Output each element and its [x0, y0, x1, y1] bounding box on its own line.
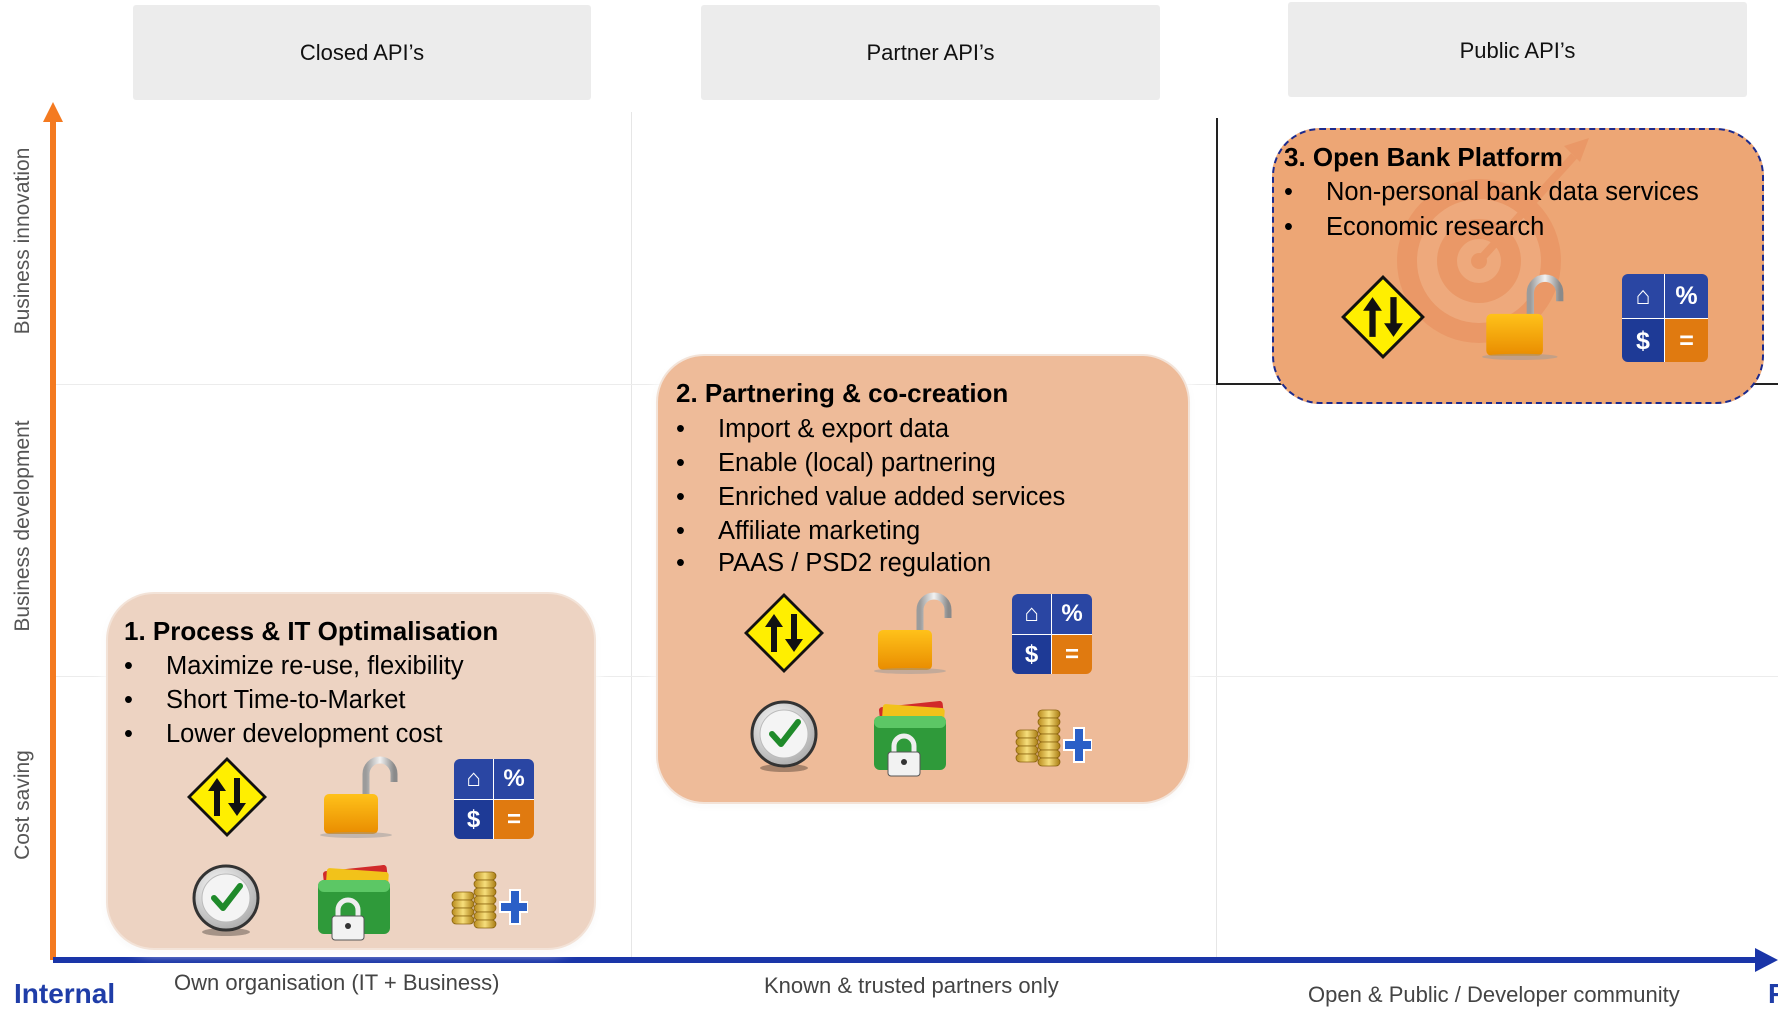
bullet-item: Maximize re-use, flexibility — [124, 649, 498, 683]
up-down-arrows-sign-icon — [187, 757, 267, 837]
calculator-icon: ⌂ % $ = — [1622, 274, 1708, 362]
calc-house-key: ⌂ — [454, 759, 494, 800]
bullet-item: PAAS / PSD2 regulation — [676, 548, 1065, 578]
bullet-item: Enable (local) partnering — [676, 446, 1065, 480]
x-label-internal: Internal — [14, 978, 116, 1009]
card-title: 3. Open Bank Platform — [1284, 142, 1563, 172]
calc-percent-key: % — [1052, 594, 1092, 635]
y-label-business-innovation: Business innovation — [11, 147, 34, 335]
card-process-it-optimalisation: 1. Process & IT Optimalisation Maximize … — [106, 592, 596, 950]
calc-equals-key: = — [1665, 319, 1708, 362]
grid-divider-1 — [631, 112, 632, 962]
card-open-bank-platform: 3. Open Bank Platform Non-personal bank … — [1272, 128, 1764, 404]
card-partnering-co-creation: 2. Partnering & co-creation Import & exp… — [656, 354, 1190, 804]
bullet-item: Economic research — [1284, 210, 1699, 245]
vertical-axis-arrowhead — [43, 102, 63, 122]
x-label-public-partial: P — [1768, 978, 1778, 1009]
card-bullets: Maximize re-use, flexibility Short Time-… — [124, 649, 498, 751]
column-header-public: Public API’s — [1288, 2, 1747, 97]
locked-wallet-icon — [318, 865, 390, 941]
column-header-partner: Partner API’s — [701, 5, 1160, 100]
calc-percent-key: % — [494, 759, 534, 800]
column-header-closed: Closed API’s — [133, 5, 591, 100]
calc-equals-key: = — [494, 800, 534, 839]
locked-wallet-icon — [874, 701, 946, 777]
up-down-arrows-sign-icon — [1341, 275, 1425, 359]
calculator-icon: ⌂ % $ = — [454, 759, 534, 839]
checkmark-badge-icon — [750, 700, 818, 772]
calc-dollar-key: $ — [1622, 319, 1665, 362]
calc-dollar-key: $ — [1012, 635, 1052, 674]
calc-house-key: ⌂ — [1622, 274, 1665, 319]
y-label-cost-saving: Cost saving — [11, 750, 34, 860]
calc-equals-key: = — [1052, 635, 1092, 674]
calc-dollar-key: $ — [454, 800, 494, 839]
card-bullets: Non-personal bank data services Economic… — [1284, 175, 1699, 245]
bullet-item: Non-personal bank data services — [1284, 175, 1699, 210]
bullet-item: Affiliate marketing — [676, 514, 1065, 548]
checkmark-badge-icon — [192, 864, 260, 936]
calculator-icon: ⌂ % $ = — [1012, 594, 1092, 674]
card-title: 1. Process & IT Optimalisation — [124, 616, 499, 646]
calc-percent-key: % — [1665, 274, 1708, 319]
bullet-item: Lower development cost — [124, 717, 498, 751]
up-down-arrows-sign-icon — [744, 593, 824, 673]
open-padlock-icon — [874, 592, 952, 674]
x-zone-public-community: Open & Public / Developer community — [1308, 982, 1680, 1007]
coins-plus-icon — [1015, 709, 1092, 767]
x-zone-own-organisation: Own organisation (IT + Business) — [174, 970, 500, 995]
bullet-item: Import & export data — [676, 412, 1065, 446]
bullet-item: Enriched value added services — [676, 480, 1065, 514]
calc-house-key: ⌂ — [1012, 594, 1052, 635]
grid-divider-2 — [1216, 380, 1217, 962]
open-padlock-icon — [320, 756, 398, 838]
coins-plus-icon — [451, 871, 528, 929]
card-title: 2. Partnering & co-creation — [676, 378, 1009, 408]
y-label-business-development: Business development — [11, 420, 34, 632]
bullet-item: Short Time-to-Market — [124, 683, 498, 717]
open-padlock-icon — [1482, 274, 1564, 360]
card-bullets: Import & export data Enable (local) part… — [676, 412, 1065, 578]
horizontal-axis-arrowhead — [1755, 948, 1778, 972]
x-zone-trusted-partners: Known & trusted partners only — [764, 973, 1059, 998]
